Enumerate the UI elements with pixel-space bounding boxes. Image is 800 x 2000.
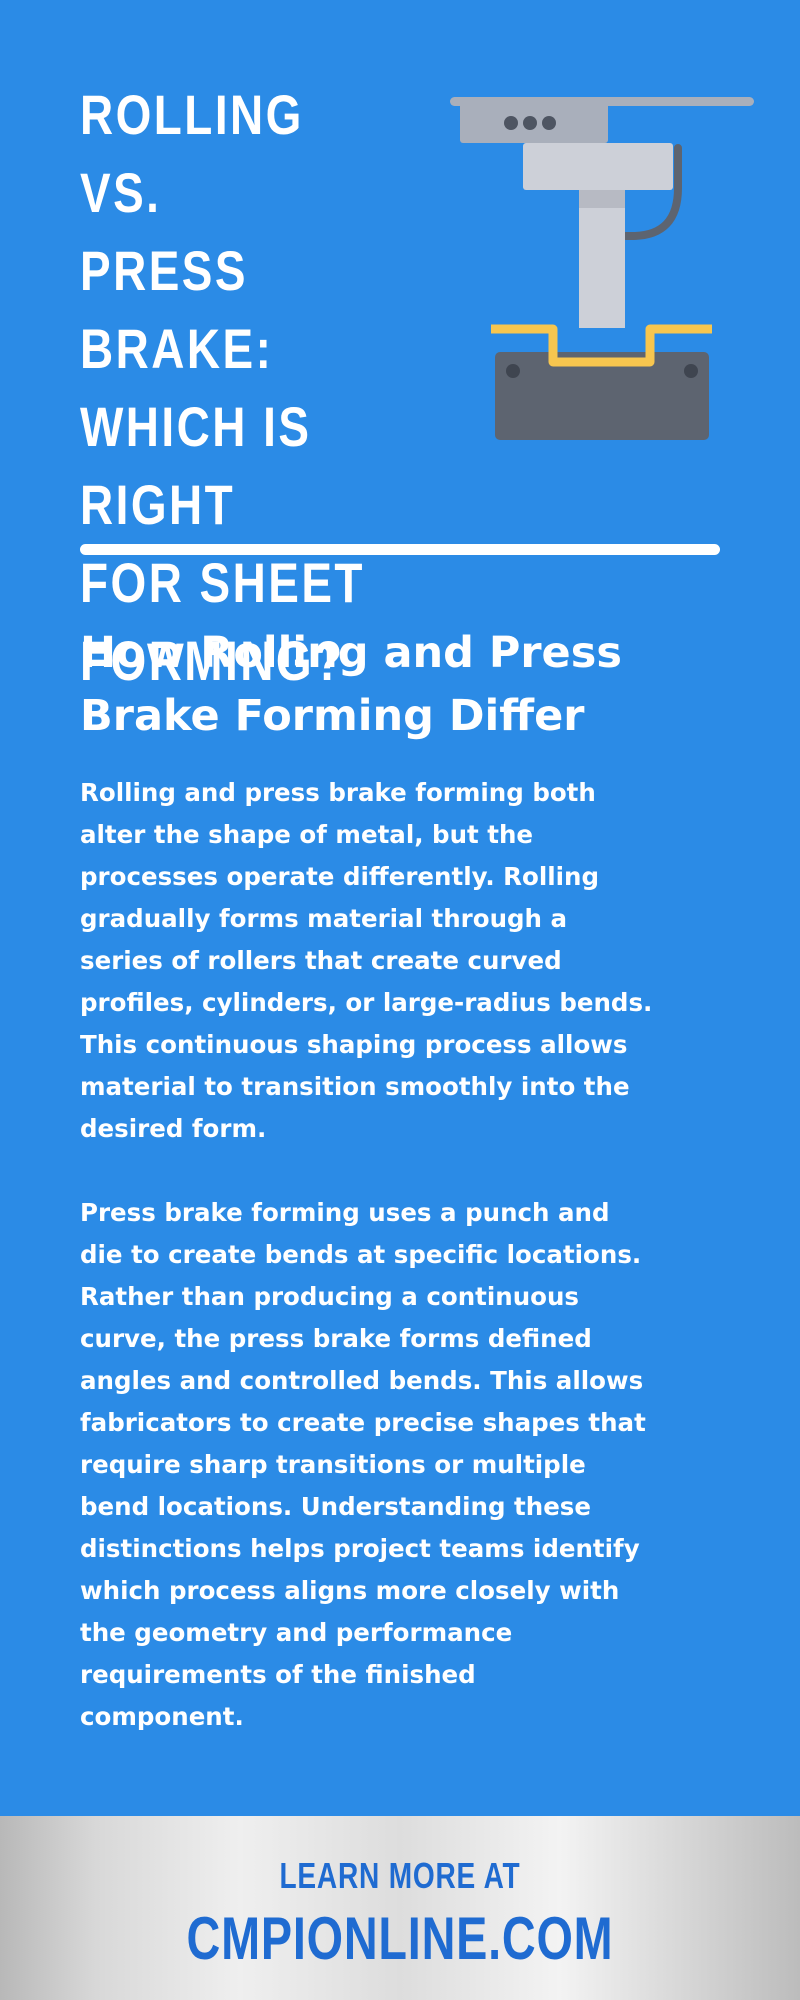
press-brake-graphic (450, 97, 754, 440)
die-bolt (684, 364, 698, 378)
paragraph-line: curve, the press brake forms defined (80, 1324, 592, 1353)
paragraph-line: requirements of the finished (80, 1660, 476, 1689)
title-line: WHICH IS RIGHT (80, 395, 312, 536)
paragraph-line: desired form. (80, 1114, 267, 1143)
paragraph-rolling: Rolling and press brake forming both alt… (80, 772, 740, 1150)
paragraph-line: bend locations. Understanding these (80, 1492, 592, 1521)
section-heading: How Rolling and Press Brake Forming Diff… (80, 622, 720, 748)
paragraph-line: require sharp transitions or multiple (80, 1450, 586, 1479)
ram-block (523, 143, 673, 190)
paragraph-line: alter the shape of metal, but the (80, 820, 534, 849)
die-base (495, 352, 709, 440)
bent-sheet-metal (491, 324, 712, 367)
hydraulic-hose (620, 144, 682, 240)
section-divider (80, 544, 720, 555)
paragraph-line: series of rollers that create curved (80, 946, 562, 975)
die-bolt (506, 364, 520, 378)
indicator-dot (542, 116, 556, 130)
paragraph-line: which process aligns more closely with (80, 1576, 620, 1605)
punch (579, 208, 625, 328)
paragraph-line: processes operate differently. Rolling (80, 862, 600, 891)
indicator-dot (504, 116, 518, 130)
heading-line: How Rolling and Press (80, 628, 622, 678)
paragraph-line: material to transition smoothly into the (80, 1072, 630, 1101)
paragraph-line: profiles, cylinders, or large-radius ben… (80, 988, 653, 1017)
paragraph-line: Rather than producing a continuous (80, 1282, 580, 1311)
paragraph-line: Press brake forming uses a punch and (80, 1198, 610, 1227)
page-title: ROLLING VS. PRESS BRAKE: WHICH IS RIGHT … (80, 76, 392, 700)
footer-url-link[interactable]: CMPIONLINE.COM (186, 1905, 614, 1972)
title-line: PRESS BRAKE: (80, 239, 274, 380)
title-line: ROLLING VS. (80, 83, 304, 224)
paragraph-press-brake: Press brake forming uses a punch and die… (80, 1192, 740, 1738)
paragraph-line: This continuous shaping process allows (80, 1030, 628, 1059)
paragraph-line: component. (80, 1702, 244, 1731)
paragraph-line: die to create bends at specific location… (80, 1240, 642, 1269)
title-line: FOR SHEET (80, 551, 365, 614)
ram-collar (579, 190, 625, 208)
heading-line: Brake Forming Differ (80, 691, 585, 741)
paragraph-line: angles and controlled bends. This allows (80, 1366, 644, 1395)
footer-lead-text: LEARN MORE AT (279, 1855, 521, 1896)
indicator-dot (523, 116, 537, 130)
footer-banner: LEARN MORE AT CMPIONLINE.COM (0, 1816, 800, 2000)
paragraph-line: fabricators to create precise shapes tha… (80, 1408, 646, 1437)
paragraph-line: Rolling and press brake forming both (80, 778, 596, 807)
title-line: FORMING? (80, 629, 345, 692)
paragraph-line: gradually forms material through a (80, 904, 568, 933)
paragraph-line: the geometry and performance (80, 1618, 513, 1647)
paragraph-line: distinctions helps project teams identif… (80, 1534, 640, 1563)
press-brake-icon (440, 88, 760, 448)
